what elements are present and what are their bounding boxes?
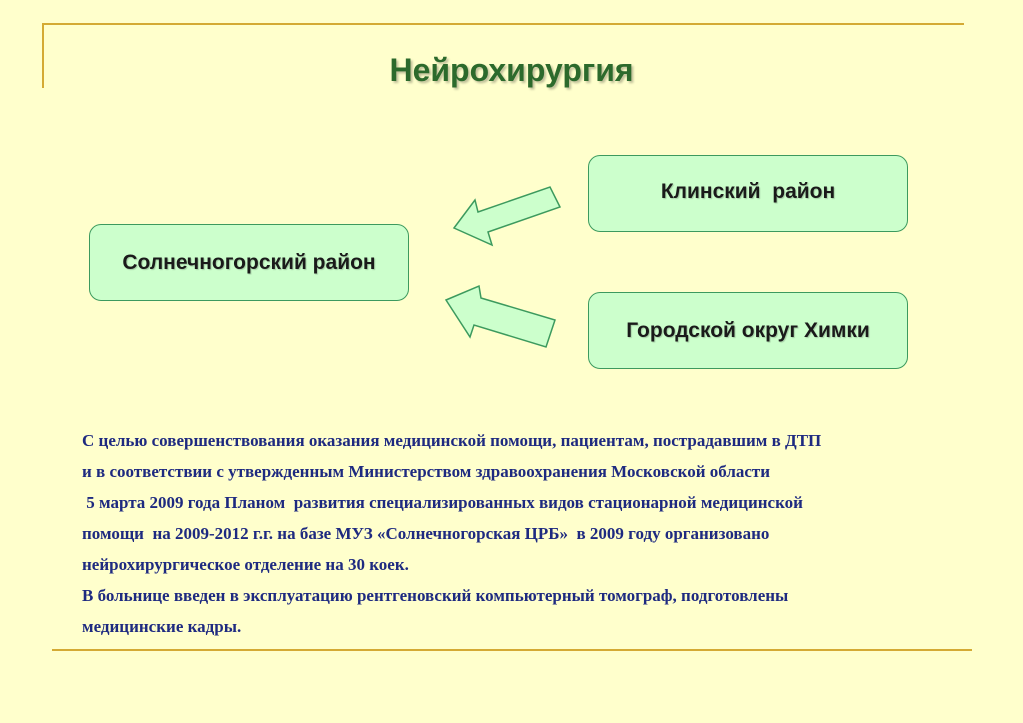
body-line: С целью совершенствования оказания медиц… <box>82 431 822 450</box>
body-line: нейрохирургическое отделение на 30 коек. <box>82 555 409 574</box>
body-line: 5 марта 2009 года Планом развития специа… <box>82 493 803 512</box>
source-box-klin: Клинский район <box>588 155 908 232</box>
source-box-label: Городской округ Химки <box>626 318 870 342</box>
source-box-khimki: Городской округ Химки <box>588 292 908 369</box>
target-box-label: Солнечногорский район <box>122 250 376 274</box>
body-line: и в соответствии с утвержденным Министер… <box>82 462 771 481</box>
source-box-label: Клинский район <box>660 180 836 203</box>
slide-title: Нейрохирургия <box>389 52 634 88</box>
target-box-solnechnogorsk: Солнечногорский район <box>89 224 409 301</box>
left-rule <box>42 23 44 88</box>
body-line: В больнице введен в эксплуатацию рентген… <box>82 586 789 605</box>
body-line: медицинские кадры. <box>82 617 242 636</box>
body-text: С целью совершенствования оказания медиц… <box>82 425 962 642</box>
top-rule <box>42 23 964 25</box>
bottom-rule <box>52 649 972 651</box>
arrow-khimki-to-solnech <box>444 284 556 348</box>
arrow-klin-to-solnech <box>452 186 562 247</box>
body-line: помощи на 2009-2012 г.г. на базе МУЗ «Со… <box>82 524 770 543</box>
